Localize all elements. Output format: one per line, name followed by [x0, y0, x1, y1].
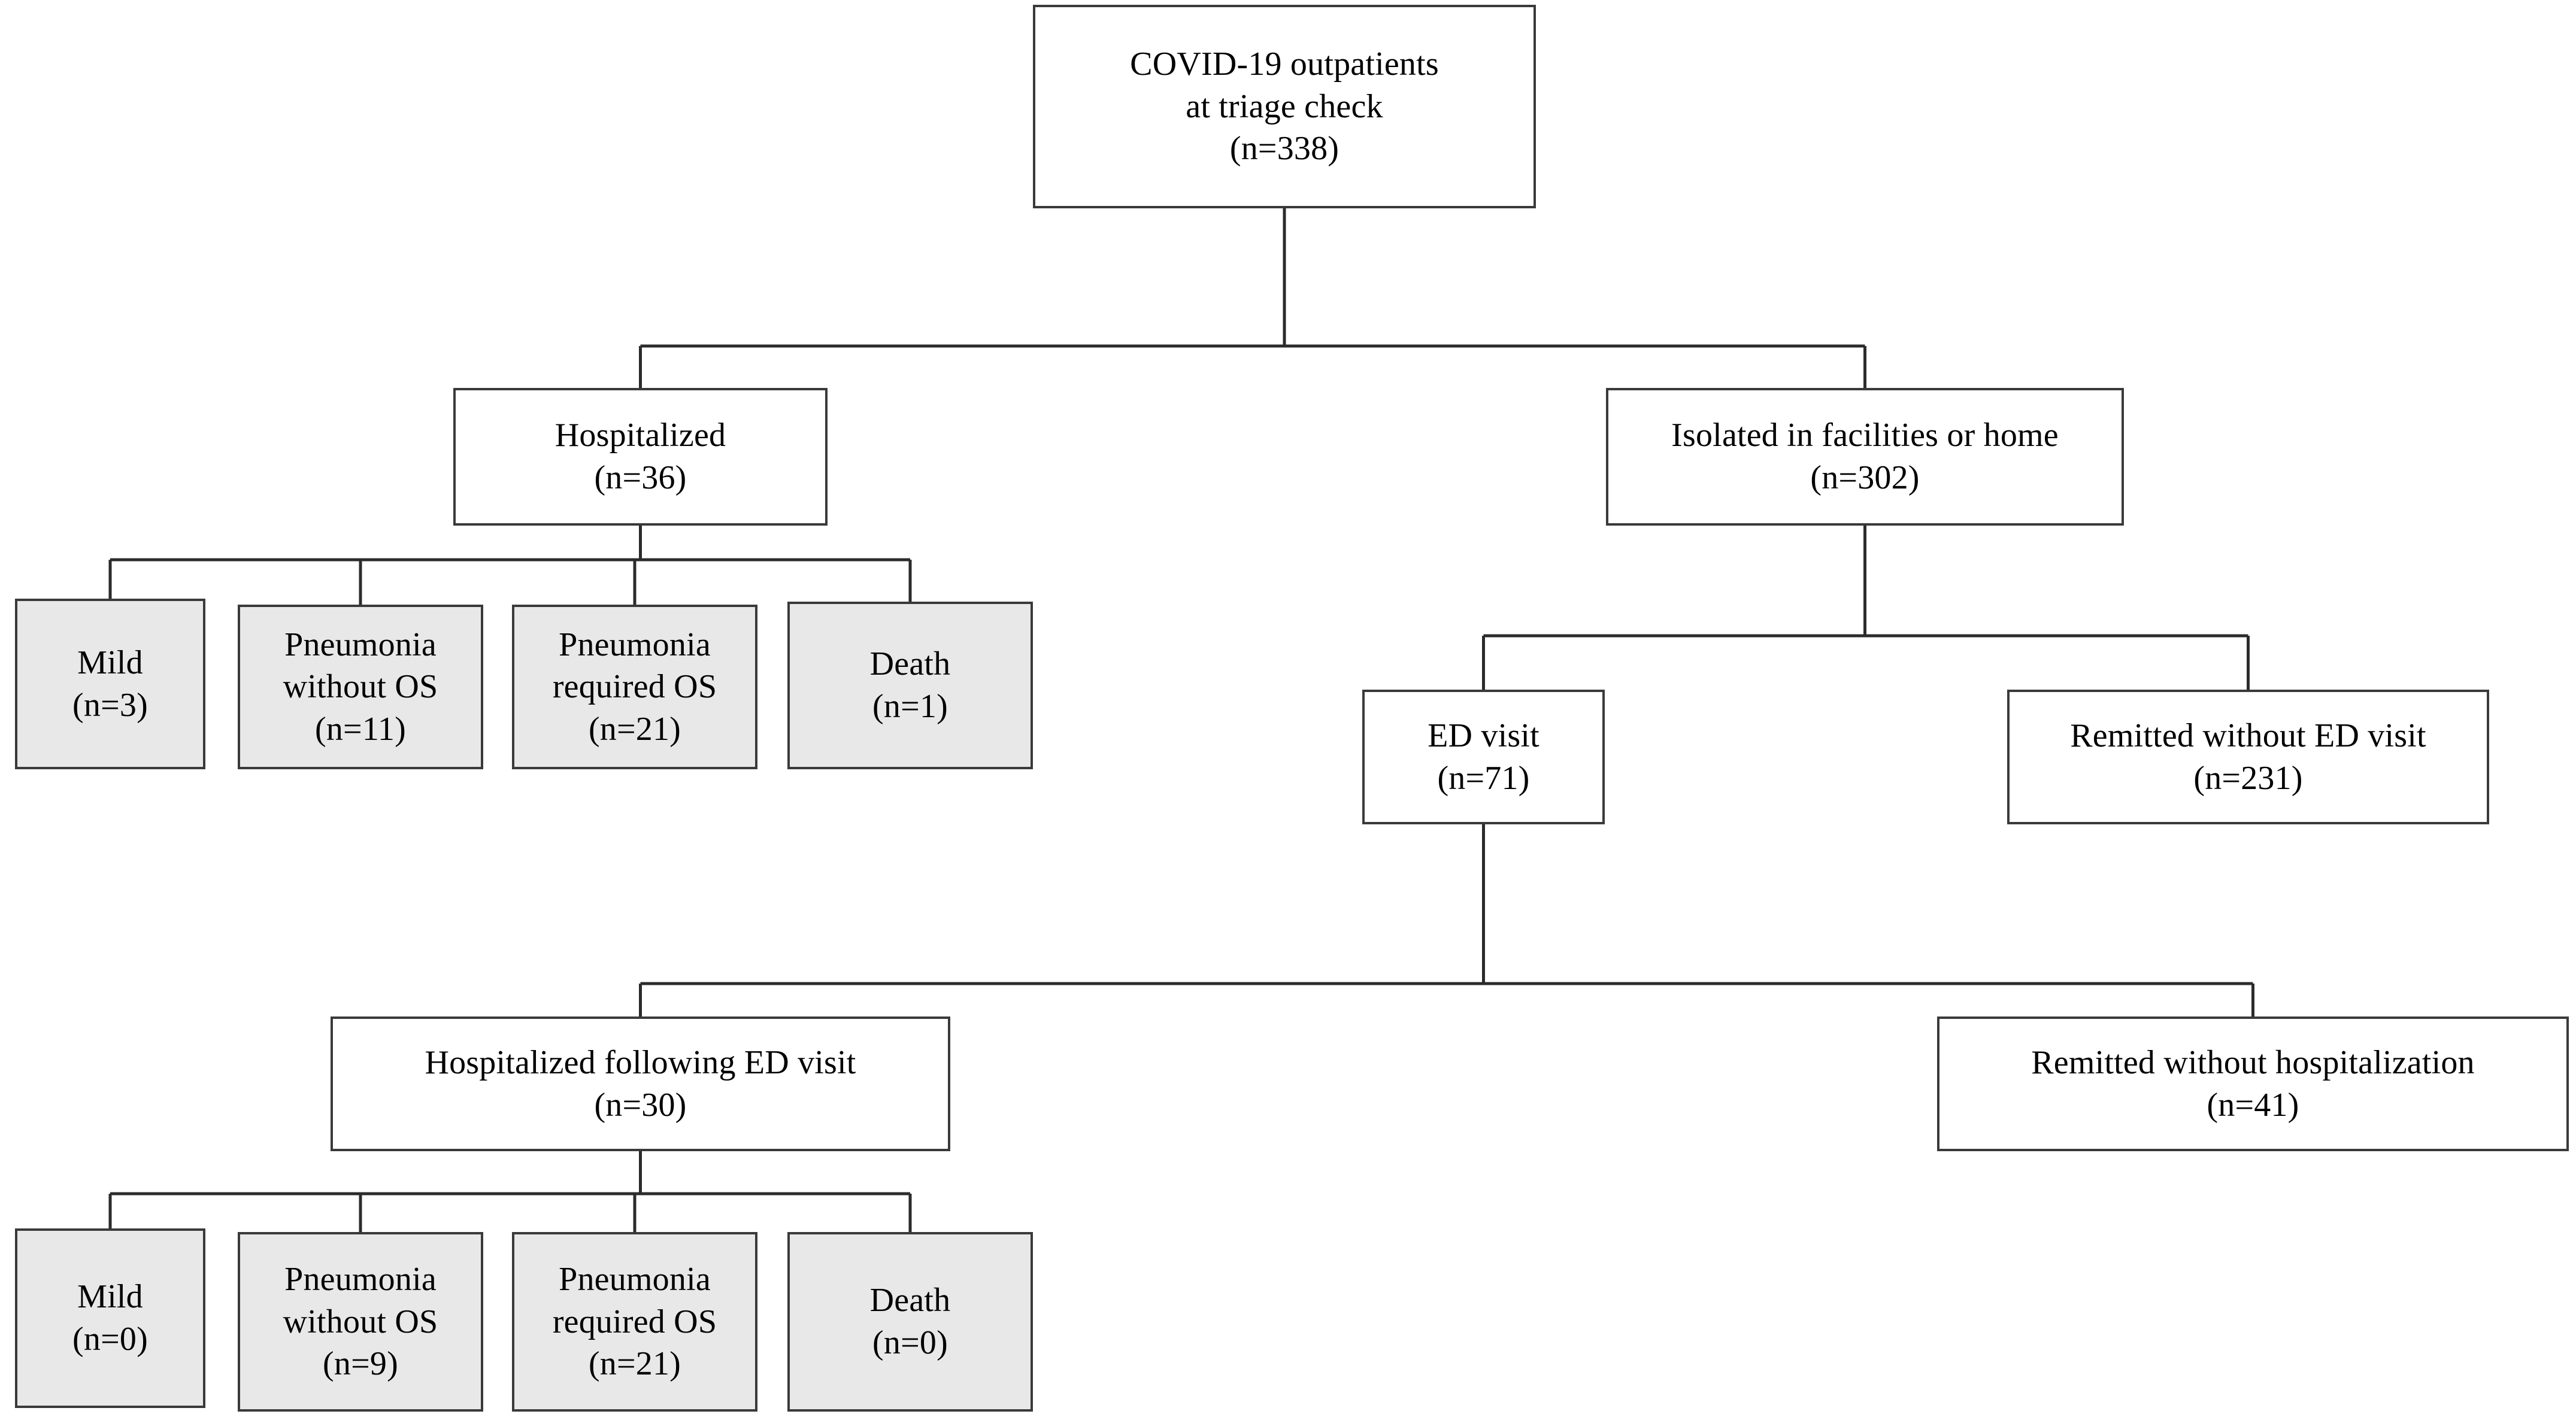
flow-node-isolated: Isolated in facilities or home (n=302) — [1606, 388, 2124, 526]
flow-node-e-death: Death (n=0) — [787, 1232, 1033, 1412]
flow-node-e-pneumonia-required-os-text-2: required OS — [552, 1303, 717, 1340]
flow-node-h-death: Death (n=1) — [787, 602, 1033, 769]
flow-node-e-pneumonia-without-os-text-1: Pneumonia — [284, 1261, 437, 1298]
flow-node-hospitalized-after-ed-text-2: (n=30) — [594, 1086, 687, 1124]
flow-node-hospitalized-text-2: (n=36) — [594, 459, 687, 496]
flow-node-h-pneumonia-without-os-text-3: (n=11) — [314, 710, 406, 748]
flow-node-remitted-without-ed-text-1: Remitted without ED visit — [2070, 717, 2426, 754]
flow-node-h-pneumonia-without-os: Pneumonia without OS (n=11) — [238, 605, 483, 769]
flow-node-remitted-without-hosp-text-1: Remitted without hospitalization — [2031, 1043, 2475, 1081]
flow-node-ed-visit-text-2: (n=71) — [1437, 759, 1530, 797]
flow-node-h-pneumonia-required-os-text-2: required OS — [552, 668, 717, 706]
flow-node-hospitalized-text-1: Hospitalized — [554, 417, 726, 454]
flow-node-e-pneumonia-required-os-text-3: (n=21) — [588, 1345, 681, 1383]
flow-node-isolated-text-2: (n=302) — [1810, 459, 1920, 496]
flow-node-h-mild-text-1: Mild — [77, 644, 143, 681]
flow-node-h-pneumonia-without-os-text-1: Pneumonia — [284, 626, 437, 663]
flow-node-root: COVID-19 outpatients at triage check (n=33… — [1033, 5, 1536, 208]
flow-node-h-pneumonia-required-os-text-3: (n=21) — [588, 710, 681, 748]
flow-node-root-text-1: COVID-19 outpatients — [1130, 45, 1439, 83]
flow-node-e-mild-text-1: Mild — [77, 1278, 143, 1316]
flow-node-h-mild-text-2: (n=3) — [72, 686, 148, 724]
flow-node-e-pneumonia-required-os: Pneumonia required OS (n=21) — [512, 1232, 757, 1412]
flow-node-e-pneumonia-required-os-text-1: Pneumonia — [559, 1261, 711, 1298]
flow-node-e-pneumonia-without-os-text-3: (n=9) — [323, 1345, 398, 1383]
flow-node-h-pneumonia-required-os: Pneumonia required OS (n=21) — [512, 605, 757, 769]
flow-node-remitted-without-ed: Remitted without ED visit (n=231) — [2007, 690, 2489, 824]
flow-node-root-text-2: at triage check — [1186, 87, 1383, 125]
flow-node-e-pneumonia-without-os-text-2: without OS — [283, 1303, 438, 1340]
flow-node-h-pneumonia-without-os-text-2: without OS — [283, 668, 438, 706]
flow-node-hospitalized-after-ed: Hospitalized following ED visit (n=30) — [331, 1017, 950, 1151]
flow-node-isolated-text-1: Isolated in facilities or home — [1671, 417, 2059, 454]
flow-node-remitted-without-hosp-text-2: (n=41) — [2207, 1086, 2299, 1124]
flow-node-h-death-text-2: (n=1) — [872, 688, 948, 725]
flow-node-root-text-3: (n=338) — [1229, 130, 1339, 168]
flow-node-remitted-without-hosp: Remitted without hospitalization (n=41) — [1937, 1017, 2569, 1151]
flow-node-ed-visit-text-1: ED visit — [1428, 717, 1539, 754]
flow-node-e-death-text-2: (n=0) — [872, 1324, 948, 1361]
flow-node-hospitalized-after-ed-text-1: Hospitalized following ED visit — [425, 1043, 856, 1081]
flow-node-ed-visit: ED visit (n=71) — [1362, 690, 1605, 824]
flow-node-h-death-text-1: Death — [869, 645, 951, 683]
flow-node-h-pneumonia-required-os-text-1: Pneumonia — [559, 626, 711, 663]
flow-node-hospitalized: Hospitalized (n=36) — [453, 388, 828, 526]
flow-node-e-pneumonia-without-os: Pneumonia without OS (n=9) — [238, 1232, 483, 1412]
flow-node-h-mild: Mild (n=3) — [15, 599, 205, 769]
flow-node-e-mild-text-2: (n=0) — [72, 1321, 148, 1358]
flow-node-e-death-text-1: Death — [869, 1282, 951, 1319]
flow-node-remitted-without-ed-text-2: (n=231) — [2193, 759, 2303, 797]
flow-node-e-mild: Mild (n=0) — [15, 1228, 205, 1408]
